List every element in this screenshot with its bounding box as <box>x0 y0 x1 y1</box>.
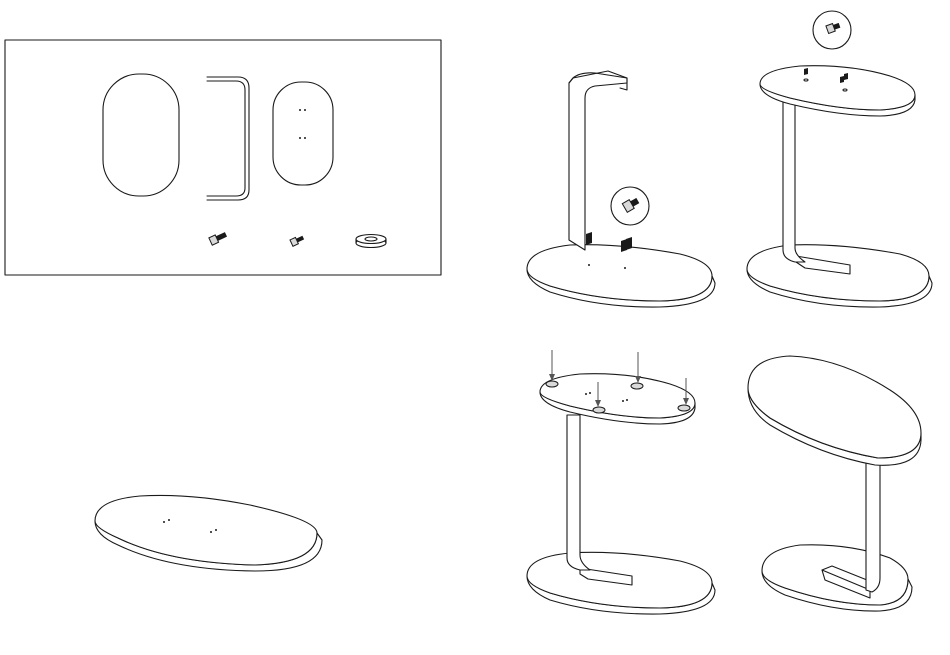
step-2-attach-frame <box>527 71 715 307</box>
tabletop-part <box>103 74 179 196</box>
base-plate-part <box>273 82 333 185</box>
parts-overview-panel <box>5 40 441 275</box>
step-4-frame <box>567 415 590 570</box>
bolt-part <box>209 231 228 245</box>
step-5-post <box>866 462 880 592</box>
step-4-foot-pads <box>527 350 715 614</box>
foot-pad-part <box>356 235 386 248</box>
screw-part <box>290 234 305 246</box>
u-frame-part <box>207 77 249 200</box>
step-2-frame <box>569 73 627 250</box>
step-3-frame <box>783 95 805 262</box>
step-5-tabletop <box>748 356 921 458</box>
step-1-base-plate <box>95 495 322 571</box>
step-3-attach-top <box>747 11 932 307</box>
step-4-top-plate <box>540 374 695 418</box>
step-5-finished-table <box>748 356 921 611</box>
